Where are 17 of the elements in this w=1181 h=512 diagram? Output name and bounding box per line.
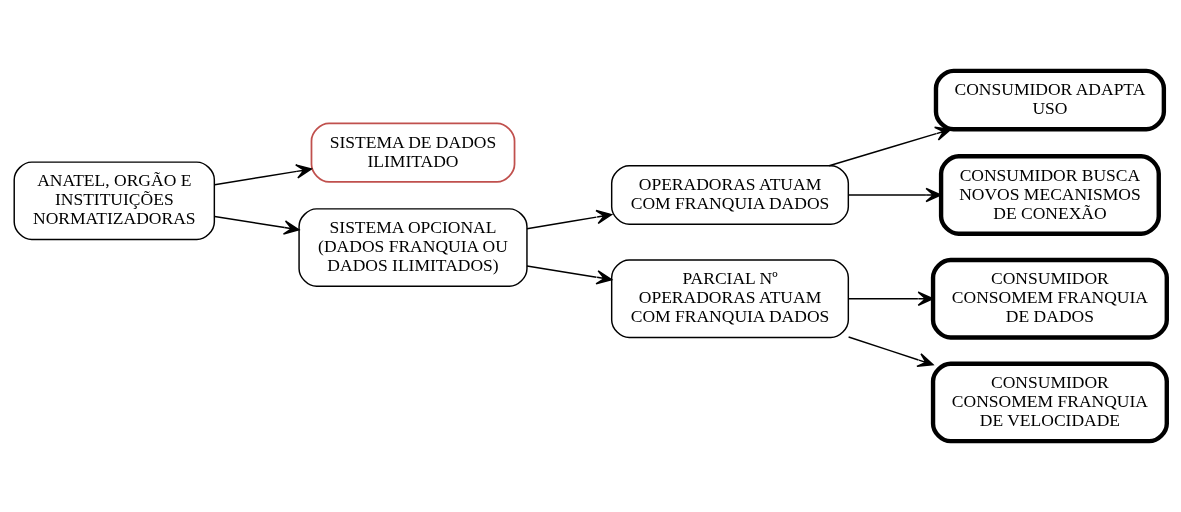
node-box: PARCIAL Nº OPERADORAS ATUAM COM FRANQUIA DADOS (610, 259, 850, 339)
arrow (526, 265, 613, 285)
node-box: CONSUMIDOR CONSOMEM FRANQUIA DE DADOS (930, 257, 1169, 340)
arrow (847, 291, 934, 307)
node-box: SISTEMA DE DADOS ILIMITADO (310, 122, 516, 183)
arrow (526, 209, 613, 230)
node-box: SISTEMA OPCIONAL (DADOS FRANQUIA OU DADOS ILIMITADOS) (298, 208, 528, 288)
arrow (828, 126, 952, 167)
node-box: CONSUMIDOR CONSOMEM FRANQUIA DE VELOCIDADE (930, 361, 1169, 444)
node-box: OPERADORAS ATUAM COM FRANQUIA DADOS (610, 165, 850, 225)
node-box: CONSUMIDOR ADAPTA USO (933, 68, 1167, 132)
arrow (847, 336, 934, 368)
arrow (213, 215, 300, 235)
arrow (213, 164, 312, 186)
node-box: CONSUMIDOR BUSCA NOVOS MECANISMOS DE CONEXÃO (938, 154, 1161, 236)
node-box: ANATEL, ORGÃO E INSTITUIÇÕES NORMATIZADORAS (13, 161, 216, 241)
arrow (847, 187, 942, 203)
